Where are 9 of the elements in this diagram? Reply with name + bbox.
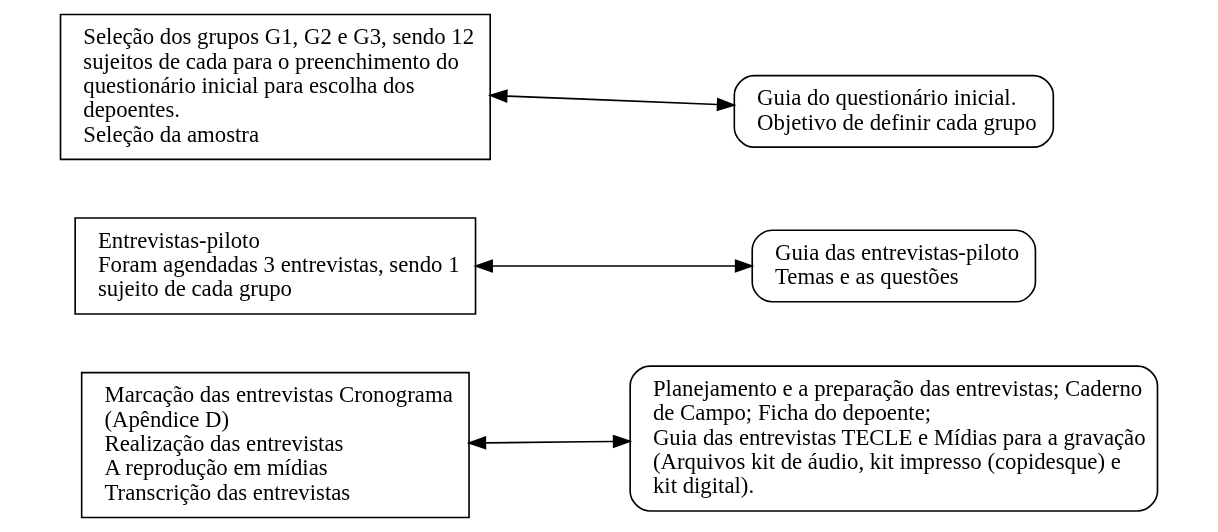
node-box: Guia das entrevistas-piloto Temas e as questões [751,229,1037,303]
node-box: Planejamento e a preparação das entrevistas; Caderno de Campo; Ficha do depoente; Guia das entrevistas TECLE e Mídias para a gravação (Arquivos kit de áudio, kit impresso (copidesque) e kit digital). [629,365,1159,512]
node-box: Seleção dos grupos G1, G2 e G3, sendo 12 sujeitos de cada para o preenchimento do questionário inicial para escolha dos depoentes. Seleção da amostra [59,13,491,161]
arrow [487,89,737,112]
node-box: Guia do questionário inicial. Objetivo de definir cada grupo [733,74,1055,148]
arrow [473,259,755,273]
arrow [466,434,633,450]
node-box: Entrevistas-piloto Foram agendadas 3 entrevistas, sendo 1 sujeito de cada grupo [74,217,477,315]
node-box: Marcação das entrevistas Cronograma (Apêndice D) Realização das entrevistas A reprodução em mídias Transcrição das entrevistas [80,371,470,519]
